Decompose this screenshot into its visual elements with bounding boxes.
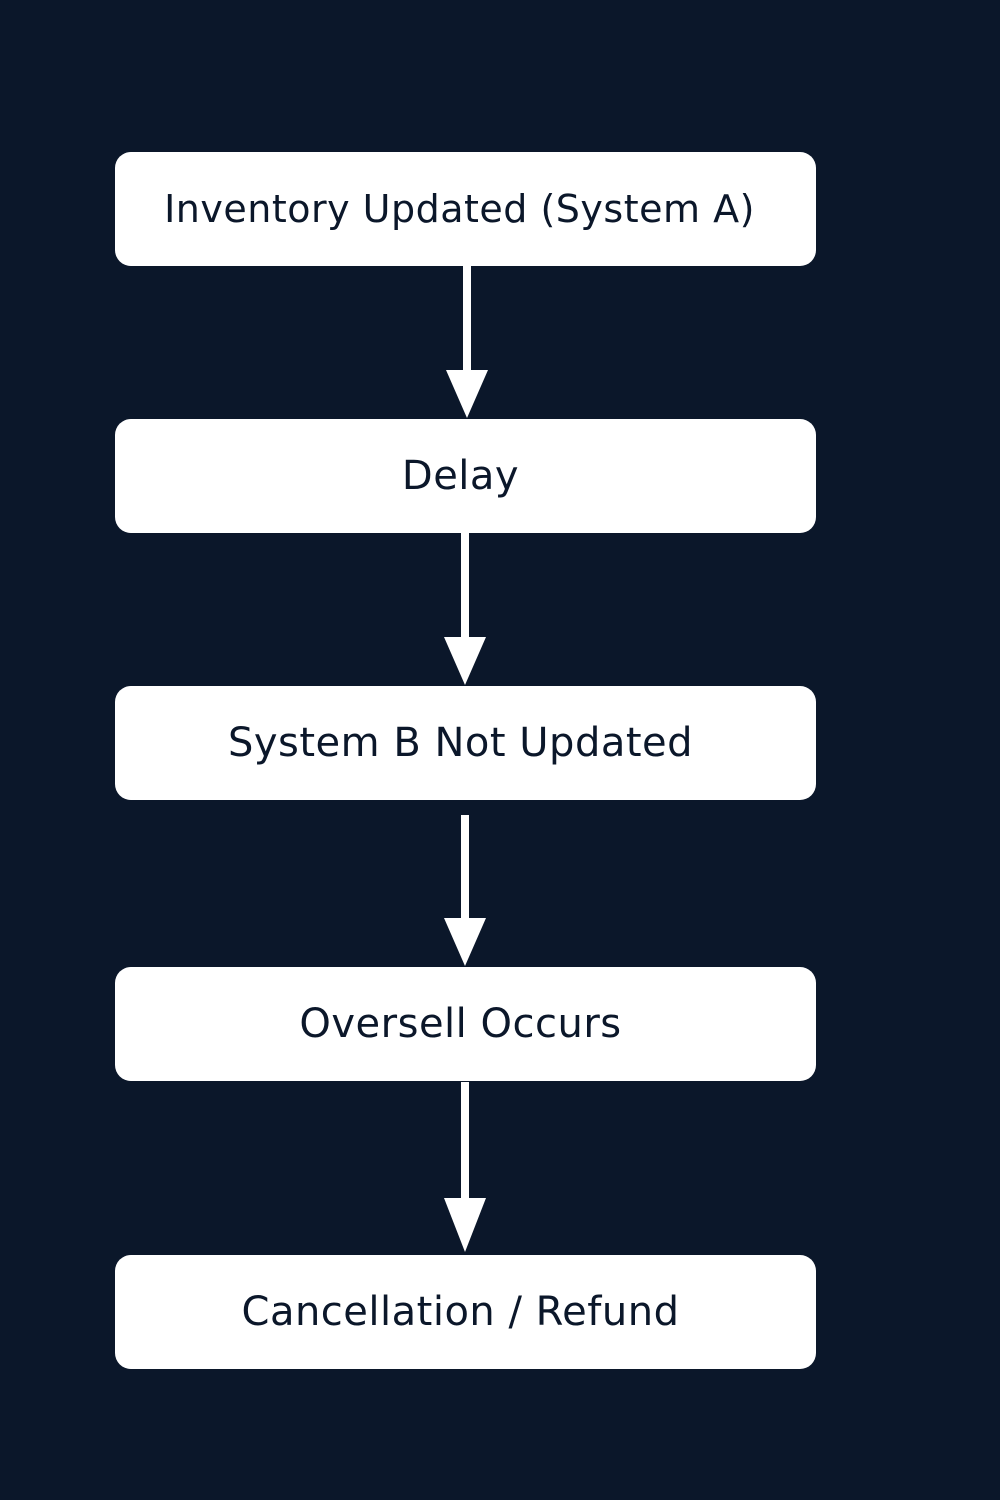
arrow-head	[446, 370, 488, 418]
flow-node-label: Inventory Updated (System A)	[164, 187, 755, 231]
arrow-n2-to-n3	[444, 533, 486, 685]
arrow-head	[444, 637, 486, 685]
arrow-head	[444, 1198, 486, 1252]
flow-node-label: System B Not Updated	[227, 720, 694, 766]
arrow-head	[444, 918, 486, 966]
arrow-n3-to-n4	[444, 815, 486, 966]
flow-node-label: Cancellation / Refund	[241, 1289, 680, 1335]
flow-node-label: Delay	[401, 453, 520, 499]
arrow-shaft	[461, 815, 469, 925]
arrow-shaft	[461, 533, 469, 643]
arrow-n4-to-n5	[444, 1082, 486, 1252]
arrow-shaft	[463, 266, 471, 376]
arrow-shaft	[461, 1082, 469, 1204]
flow-node-delay: Delay	[115, 419, 816, 533]
flow-node-label: Oversell Occurs	[299, 1001, 622, 1047]
arrow-n1-to-n2	[446, 266, 488, 418]
flow-node-inventory-updated: Inventory Updated (System A)	[115, 152, 816, 266]
flow-node-cancellation-refund: Cancellation / Refund	[115, 1255, 816, 1369]
flow-node-oversell-occurs: Oversell Occurs	[115, 967, 816, 1081]
flow-node-system-b-not-updated: System B Not Updated	[115, 686, 816, 800]
